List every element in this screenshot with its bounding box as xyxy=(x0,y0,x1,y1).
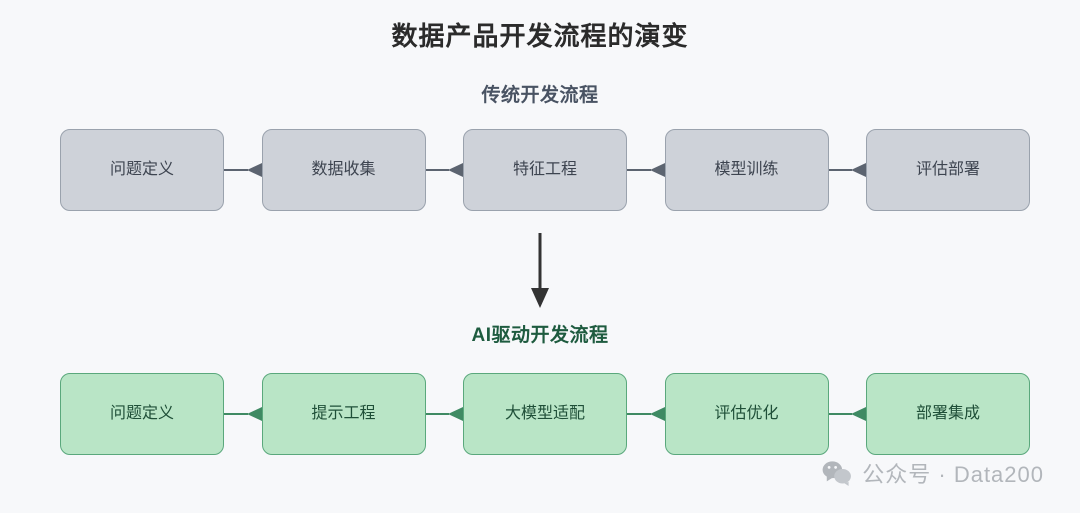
arrow-left-icon xyxy=(851,407,866,421)
transition-arrow-down-icon xyxy=(528,233,552,308)
connector-line xyxy=(425,169,449,171)
connector-ai-4 xyxy=(828,407,866,421)
flow-node-label: 部署集成 xyxy=(915,405,980,422)
flow-node-ai-4[interactable]: 评估优化 xyxy=(664,373,829,455)
section-title-traditional: 传统开发流程 xyxy=(481,85,599,106)
flow-node-ai-1[interactable]: 问题定义 xyxy=(60,373,224,455)
connector-line xyxy=(425,413,449,415)
flow-node-traditional-5[interactable]: 评估部署 xyxy=(866,129,1030,211)
page-title: 数据产品开发流程的演变 xyxy=(391,21,689,51)
flow-node-label: 问题定义 xyxy=(109,405,174,422)
connector-traditional-2 xyxy=(425,163,463,177)
connector-line xyxy=(627,413,651,415)
flow-node-label: 模型训练 xyxy=(714,161,779,178)
connector-line xyxy=(828,169,852,171)
connector-traditional-1 xyxy=(224,163,262,177)
flow-row-ai: 问题定义 提示工程 大模型适配 评估优化 部署集成 xyxy=(60,373,1030,455)
section-title-ai: AI驱动开发流程 xyxy=(471,325,609,346)
flow-node-traditional-3[interactable]: 特征工程 xyxy=(463,129,627,211)
flow-node-traditional-1[interactable]: 问题定义 xyxy=(60,129,224,211)
connector-line xyxy=(627,169,651,171)
flow-node-traditional-2[interactable]: 数据收集 xyxy=(261,129,426,211)
watermark: 公众号 · Data200 xyxy=(822,457,1044,489)
flow-row-traditional: 问题定义 数据收集 特征工程 模型训练 评估部署 xyxy=(60,129,1030,211)
flow-node-traditional-4[interactable]: 模型训练 xyxy=(664,129,829,211)
connector-traditional-3 xyxy=(627,163,665,177)
flow-node-ai-2[interactable]: 提示工程 xyxy=(261,373,426,455)
flow-node-ai-5[interactable]: 部署集成 xyxy=(866,373,1030,455)
arrow-left-icon xyxy=(448,163,463,177)
transition-arrow-line xyxy=(538,233,542,290)
wechat-icon xyxy=(822,461,852,486)
connector-ai-1 xyxy=(224,407,262,421)
connector-traditional-4 xyxy=(828,163,866,177)
flow-node-label: 大模型适配 xyxy=(504,405,585,422)
arrow-left-icon xyxy=(246,163,262,177)
arrow-left-icon xyxy=(649,407,665,421)
transition-arrow-head xyxy=(531,288,549,308)
arrow-left-icon xyxy=(649,163,665,177)
connector-ai-3 xyxy=(627,407,665,421)
flow-node-label: 数据收集 xyxy=(311,161,376,178)
connector-line xyxy=(224,169,248,171)
arrow-left-icon xyxy=(851,163,866,177)
flow-node-label: 提示工程 xyxy=(311,405,376,422)
flow-node-label: 评估部署 xyxy=(915,161,980,178)
connector-ai-2 xyxy=(425,407,463,421)
connector-line xyxy=(828,413,852,415)
arrow-left-icon xyxy=(246,407,262,421)
flow-node-label: 问题定义 xyxy=(109,161,174,178)
watermark-text: 公众号 · Data200 xyxy=(862,462,1044,487)
connector-line xyxy=(224,413,248,415)
arrow-left-icon xyxy=(448,407,463,421)
flow-node-label: 特征工程 xyxy=(512,161,577,178)
flow-node-ai-3[interactable]: 大模型适配 xyxy=(463,373,627,455)
flow-node-label: 评估优化 xyxy=(714,405,779,422)
